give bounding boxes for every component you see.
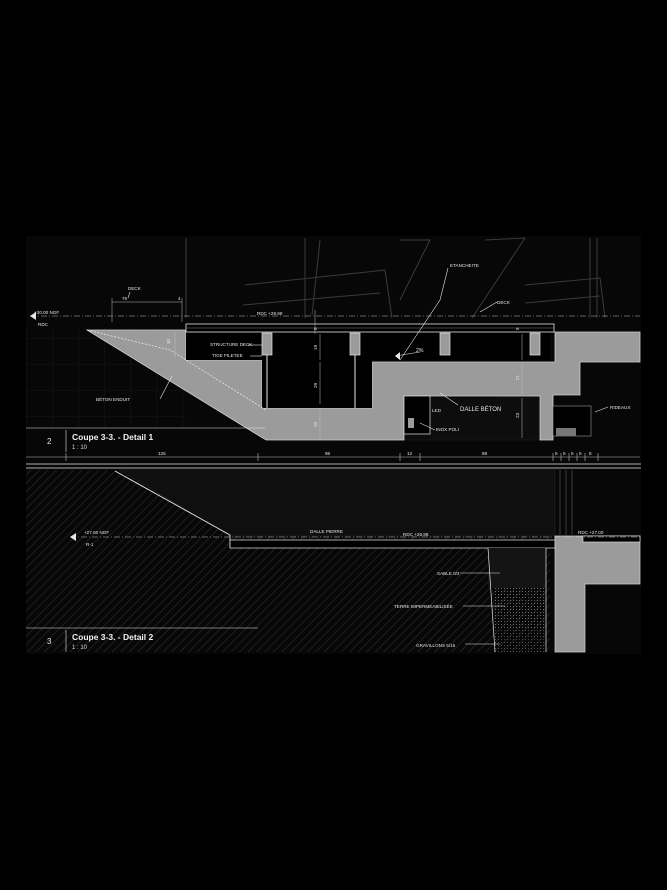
led-channel [403, 395, 431, 435]
sand-layer [488, 548, 546, 588]
bottom-dim-5a: 5 [555, 451, 558, 456]
dim-20: 20 [313, 421, 318, 427]
bottom-dim-125: 125 [158, 451, 166, 456]
bottom-dim-5b: 5 [563, 451, 566, 456]
dim-19: 19 [313, 344, 318, 350]
terre-label: TERRE IMPERMEABILISÉE [394, 603, 453, 609]
dim-76: 76 [122, 296, 128, 301]
rdc-level-label: RDC +29.98 [257, 311, 283, 316]
leader-lines [127, 267, 609, 431]
bottom-dim-95: 95 [325, 451, 331, 456]
rdc-level-label-2: RDC +26.98 [403, 532, 429, 537]
detail2-leaders [460, 572, 505, 645]
bottom-dim-8: 8 [589, 451, 592, 456]
dalle-beton-label: DALLE BÉTON [460, 406, 501, 413]
rdc-right-label: RDC +27.00 [578, 530, 604, 535]
earth-layer [493, 588, 546, 628]
bottom-dim-12: 12 [407, 451, 413, 456]
dim-29: 29 [313, 382, 318, 388]
structure-deck-label: STRUCTURE DECK [210, 342, 253, 347]
bottom-dim-88: 88 [482, 451, 488, 456]
slab-edge-left [86, 329, 267, 411]
stone-slab [229, 539, 556, 549]
sable-label: SABLE 0/3 [437, 571, 460, 576]
detail2-scale: 1 : 10 [72, 645, 88, 651]
ngf-level-label-2: +27.60 NGF [84, 530, 109, 535]
beton-enduit-label: BÉTON ENDUIT [96, 396, 130, 402]
deck-right-label: DECK [497, 300, 511, 305]
bottom-dim-5d: 5 [579, 451, 582, 456]
dimension-ticks [65, 453, 599, 461]
deck-void [186, 330, 550, 408]
detail1-section: +30.00 NGF RDC 76 4 DECK RDC +29.98 ETAN… [26, 237, 641, 461]
detail2-vertical-lines [559, 470, 573, 536]
tige-filetee-label: TIGE FILETEE [212, 353, 243, 358]
dim-21: 21 [515, 374, 520, 380]
dim-5b: 5 [515, 327, 520, 330]
detail1-scale: 1 : 10 [72, 445, 88, 451]
deck-top-label: DECK [128, 286, 142, 291]
threaded-rods [266, 355, 356, 408]
detail2-title: Coupe 3-3. - Detail 2 [72, 632, 154, 642]
bottom-dim-5c: 5 [571, 451, 574, 456]
detail1-title: Coupe 3-3. - Detail 1 [72, 432, 154, 442]
inox-poli-label: INOX POLI [436, 427, 459, 432]
slope-label: 2% [416, 348, 424, 354]
rideaux-label: RIDEAUX [610, 405, 630, 410]
gravillons-label: GRAVILLONS 5/15 [416, 643, 456, 648]
dalle-pierre-label: DALLE PIERRE [310, 529, 343, 534]
dim-30: 30 [166, 338, 171, 344]
dim-4: 4 [178, 296, 181, 301]
detail2-section: +27.60 NGF R-1 DALLE PIERRE RDC +26.98 R… [26, 469, 641, 653]
ngf-level-label: +30.00 NGF [34, 310, 59, 315]
detail1-number: 2 [47, 437, 52, 446]
led-label: LED [432, 408, 442, 413]
dimension-lines [111, 298, 523, 438]
rdc-left-label: RDC [38, 322, 49, 327]
gravel-layer [493, 628, 546, 652]
furniture-lines [185, 237, 606, 319]
detail2-number: 3 [47, 637, 52, 646]
dim-5a: 5 [313, 327, 318, 330]
etancheite-label: ETANCHEITE [450, 263, 479, 268]
r1-label: R-1 [86, 542, 94, 547]
dim-23: 23 [515, 412, 520, 418]
